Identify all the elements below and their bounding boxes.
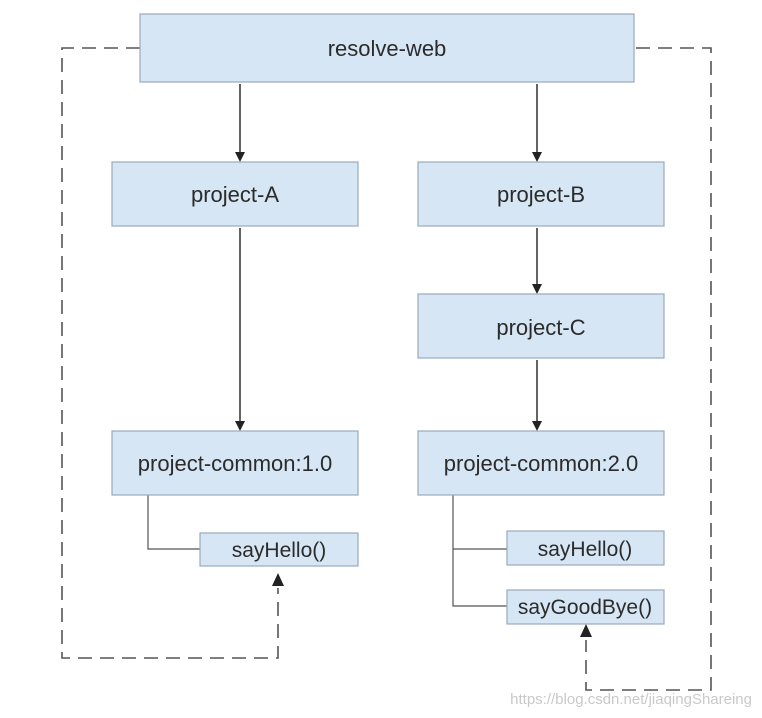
node-say-hello-2-label: sayHello() <box>538 538 633 561</box>
dashed-right-path <box>585 47 712 691</box>
tree-line-common-1-to-say-hello <box>147 495 200 550</box>
node-project-common-2: project-common:2.0 <box>417 430 665 496</box>
dashed-call-path <box>61 47 712 691</box>
dashed-outer-path <box>61 47 279 659</box>
node-project-common-1-label: project-common:1.0 <box>138 451 332 476</box>
node-say-goodbye: sayGoodBye() <box>506 589 665 625</box>
watermark-text: https://blog.csdn.net/jiaqingShareing <box>510 691 752 708</box>
node-resolve-web: resolve-web <box>139 13 635 83</box>
tree-line-common-2-to-say-goodbye <box>452 549 507 607</box>
node-project-common-1: project-common:1.0 <box>111 430 359 496</box>
node-say-goodbye-label: sayGoodBye() <box>518 596 652 619</box>
node-project-a-label: project-A <box>191 182 279 207</box>
node-say-hello-1: sayHello() <box>199 532 359 567</box>
node-say-hello-2: sayHello() <box>506 530 665 566</box>
dashed-arrowhead-left <box>272 573 284 586</box>
node-project-b: project-B <box>417 161 665 227</box>
tree-line-common-2-to-say-hello <box>452 495 507 550</box>
node-project-b-label: project-B <box>497 182 585 207</box>
node-project-c-label: project-C <box>496 315 585 340</box>
node-project-common-2-label: project-common:2.0 <box>444 451 638 476</box>
node-say-hello-1-label: sayHello() <box>232 539 327 562</box>
method-tree-lines <box>147 495 507 607</box>
node-resolve-web-label: resolve-web <box>328 36 447 61</box>
dashed-arrowhead-right <box>580 624 592 637</box>
node-project-a: project-A <box>111 161 359 227</box>
node-project-c: project-C <box>417 293 665 359</box>
dependency-edges <box>235 84 542 431</box>
